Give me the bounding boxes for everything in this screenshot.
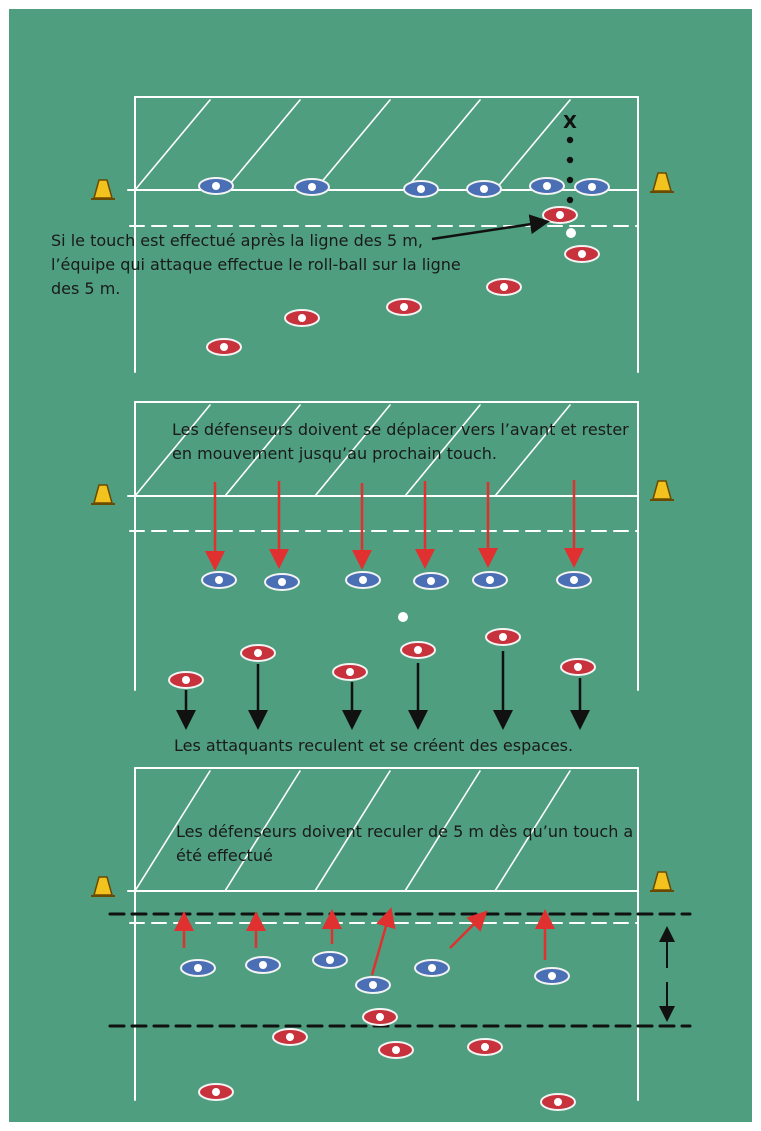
attacker-player-5-head <box>220 343 228 351</box>
defender-player-4-head <box>486 576 494 584</box>
attacker-player-2-head <box>392 1046 400 1054</box>
attacker-player-1-head <box>286 1033 294 1041</box>
attacker-player-5-head <box>574 663 582 671</box>
ingoal-hatch <box>315 100 390 190</box>
path-dot <box>567 157 573 163</box>
cone-icon <box>653 173 671 191</box>
cone-icon <box>653 872 671 890</box>
attacker-player-3-head <box>481 1043 489 1051</box>
defender-player-4-head <box>543 182 551 190</box>
marker-x: X <box>563 112 577 133</box>
attacker-player-0-head <box>376 1013 384 1021</box>
path-dot <box>567 137 573 143</box>
defender-player-0-head <box>212 182 220 190</box>
ball-icon <box>566 228 576 238</box>
ingoal-hatch <box>405 100 480 190</box>
cone-icon <box>94 485 112 503</box>
attacker-player-1-head <box>578 250 586 258</box>
attacker-player-5-head <box>554 1098 562 1106</box>
attacker-player-3-head <box>414 646 422 654</box>
cone-icon <box>94 877 112 895</box>
ingoal-hatch <box>495 100 570 190</box>
attacker-player-1-head <box>254 649 262 657</box>
attacker-player-3-head <box>400 303 408 311</box>
defender-player-0-head <box>194 964 202 972</box>
defender-player-0-head <box>215 576 223 584</box>
defender-player-2-head <box>326 956 334 964</box>
cone-icon <box>94 180 112 198</box>
attacker-player-4-head <box>499 633 507 641</box>
defender-player-3-head <box>427 577 435 585</box>
defender-player-5-head <box>570 576 578 584</box>
defender-player-3-head <box>369 981 377 989</box>
defender-player-4-head <box>428 964 436 972</box>
defender-retreat-arrow <box>372 912 390 975</box>
defender-player-3-head <box>480 185 488 193</box>
attacker-player-4-head <box>212 1088 220 1096</box>
ingoal-hatch <box>135 100 210 190</box>
defender-player-5-head <box>588 183 596 191</box>
attacker-player-2-head <box>500 283 508 291</box>
defender-player-2-head <box>359 576 367 584</box>
attacker-player-0-head <box>556 211 564 219</box>
ingoal-hatch <box>225 100 300 190</box>
caption-defenders-move-forward: Les défenseurs doivent se déplacer vers … <box>172 418 632 466</box>
defender-player-1-head <box>308 183 316 191</box>
attacker-player-0-head <box>182 676 190 684</box>
path-dot <box>567 197 573 203</box>
caption-touch-after-5m: Si le touch est effectué après la ligne … <box>51 229 461 301</box>
path-dot <box>567 177 573 183</box>
ball-icon <box>398 612 408 622</box>
defender-player-1-head <box>259 961 267 969</box>
defender-player-5-head <box>548 972 556 980</box>
caption-attackers-retreat: Les attaquants reculent et se créent des… <box>174 734 654 758</box>
defender-player-1-head <box>278 578 286 586</box>
caption-defenders-retreat-5m: Les défenseurs doivent reculer de 5 m dè… <box>176 820 636 868</box>
attacker-player-4-head <box>298 314 306 322</box>
cone-icon <box>653 481 671 499</box>
defender-player-2-head <box>417 185 425 193</box>
attacker-player-2-head <box>346 668 354 676</box>
defender-retreat-arrow <box>450 914 484 948</box>
